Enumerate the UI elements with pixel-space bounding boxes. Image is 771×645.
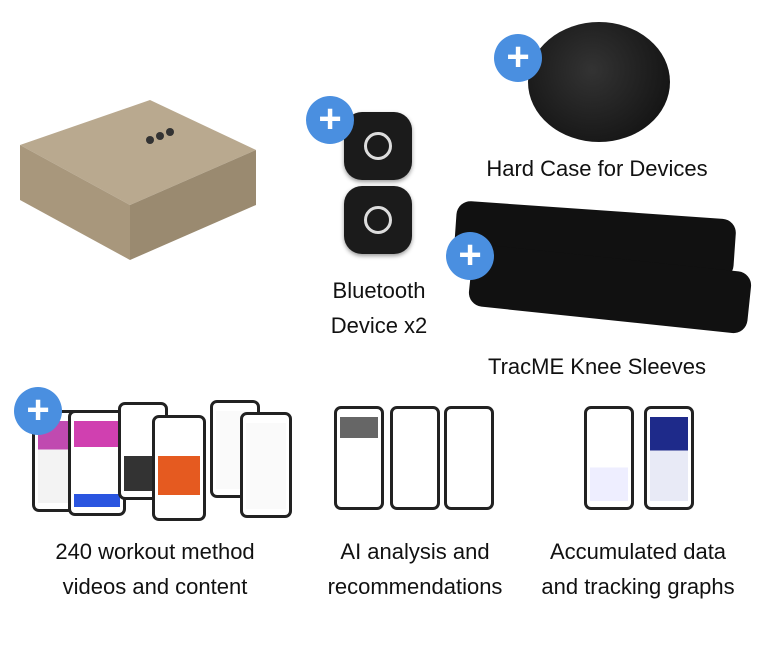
bluetooth-device [344, 186, 412, 254]
plus-icon: + [306, 96, 354, 144]
bluetooth-label-2: Device x2 [330, 313, 428, 338]
packaging-box [20, 100, 256, 260]
plus-icon: + [446, 232, 494, 280]
ai-label-1: AI analysis and [340, 539, 490, 564]
app-screenshot [240, 412, 292, 518]
app-screenshot [390, 406, 440, 510]
hard-case [528, 22, 670, 142]
app-screenshot [152, 415, 206, 521]
ai-label-2: recommendations [327, 574, 503, 599]
knee-sleeves-label: TracME Knee Sleeves [487, 354, 707, 379]
tracking-label-2: and tracking graphs [541, 574, 735, 599]
app-screenshot [444, 406, 494, 510]
workout-label-2: videos and content [62, 574, 248, 599]
app-screenshot [644, 406, 694, 510]
hard-case-label: Hard Case for Devices [486, 156, 708, 181]
app-screenshot [334, 406, 384, 510]
tracking-label-1: Accumulated data [549, 539, 727, 564]
plus-icon: + [14, 387, 62, 435]
workout-label-1: 240 workout method [55, 539, 255, 564]
bluetooth-device [344, 112, 412, 180]
plus-icon: + [494, 34, 542, 82]
bluetooth-label-1: Bluetooth [332, 278, 426, 303]
app-screenshot [584, 406, 634, 510]
